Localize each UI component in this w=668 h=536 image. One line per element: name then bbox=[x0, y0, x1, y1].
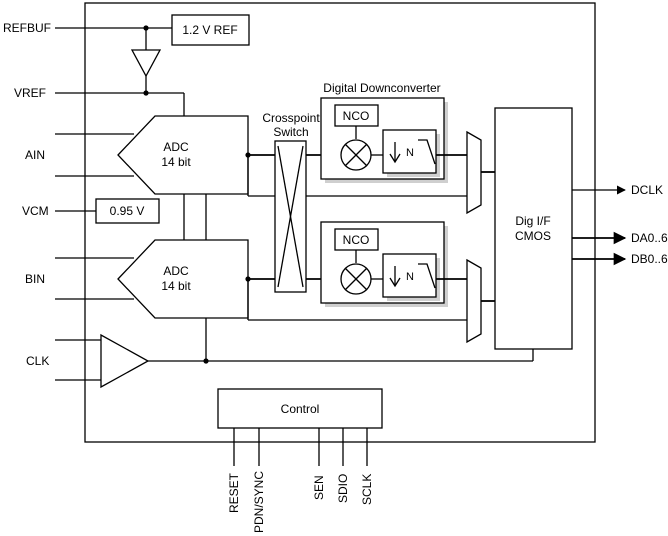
adc-a-label-2: 14 bit bbox=[161, 155, 191, 169]
decimator-a-box bbox=[382, 129, 437, 174]
lowpass-a-icon bbox=[418, 139, 436, 165]
adc-b-label-1: ADC bbox=[163, 264, 189, 278]
reset-pin: RESET bbox=[227, 472, 241, 513]
ref-1v2-box bbox=[171, 14, 250, 46]
lowpass-b-icon bbox=[418, 263, 436, 289]
refbuf-pin: REFBUF bbox=[3, 21, 51, 35]
control-box bbox=[217, 388, 383, 429]
ain-pin: AIN bbox=[25, 148, 45, 162]
vcm-pin: VCM bbox=[22, 204, 49, 218]
ddc-title: Digital Downconverter bbox=[323, 81, 440, 95]
db-pin: DB0..6 bbox=[631, 252, 668, 266]
ref-buffer bbox=[130, 49, 162, 78]
clock-buffer bbox=[100, 333, 150, 389]
decimation-b-label: N bbox=[406, 271, 414, 283]
control-label: Control bbox=[281, 402, 320, 416]
sen-pin: SEN bbox=[312, 475, 326, 500]
dclk-pin: DCLK bbox=[631, 183, 663, 197]
chip-outline bbox=[84, 2, 596, 443]
vcm-box bbox=[95, 198, 160, 224]
crosspoint-label-1: Crosspoint bbox=[262, 111, 320, 125]
bin-pin: BIN bbox=[25, 272, 45, 286]
down-arrow-a-icon bbox=[389, 142, 401, 164]
pdn-sync-pin: PDN/SYNC bbox=[252, 471, 266, 533]
digif-label-2: CMOS bbox=[515, 229, 551, 243]
adc-a-label-1: ADC bbox=[163, 140, 189, 154]
down-arrow-b-icon bbox=[389, 266, 401, 288]
nco-b-label: NCO bbox=[343, 233, 370, 247]
adc-b-label-2: 14 bit bbox=[161, 279, 191, 293]
vcm-box-label: 0.95 V bbox=[110, 204, 145, 218]
ref-1v2-label: 1.2 V REF bbox=[182, 23, 237, 37]
digital-interface-box bbox=[494, 107, 573, 350]
mixer-a-icon bbox=[340, 139, 372, 171]
crosspoint-label-2: Switch bbox=[273, 125, 308, 139]
mixer-b-icon bbox=[340, 263, 372, 295]
sdio-pin: SDIO bbox=[336, 474, 350, 503]
sclk-pin: SCLK bbox=[360, 474, 374, 505]
vref-pin: VREF bbox=[14, 86, 46, 100]
decimation-a-label: N bbox=[406, 147, 414, 159]
mux-b bbox=[466, 258, 482, 344]
mux-a bbox=[466, 130, 482, 215]
decimator-b-box bbox=[382, 253, 437, 298]
clk-pin: CLK bbox=[26, 354, 49, 368]
nco-a-label: NCO bbox=[343, 109, 370, 123]
digif-label-1: Dig I/F bbox=[515, 214, 550, 228]
da-pin: DA0..6 bbox=[631, 231, 668, 245]
